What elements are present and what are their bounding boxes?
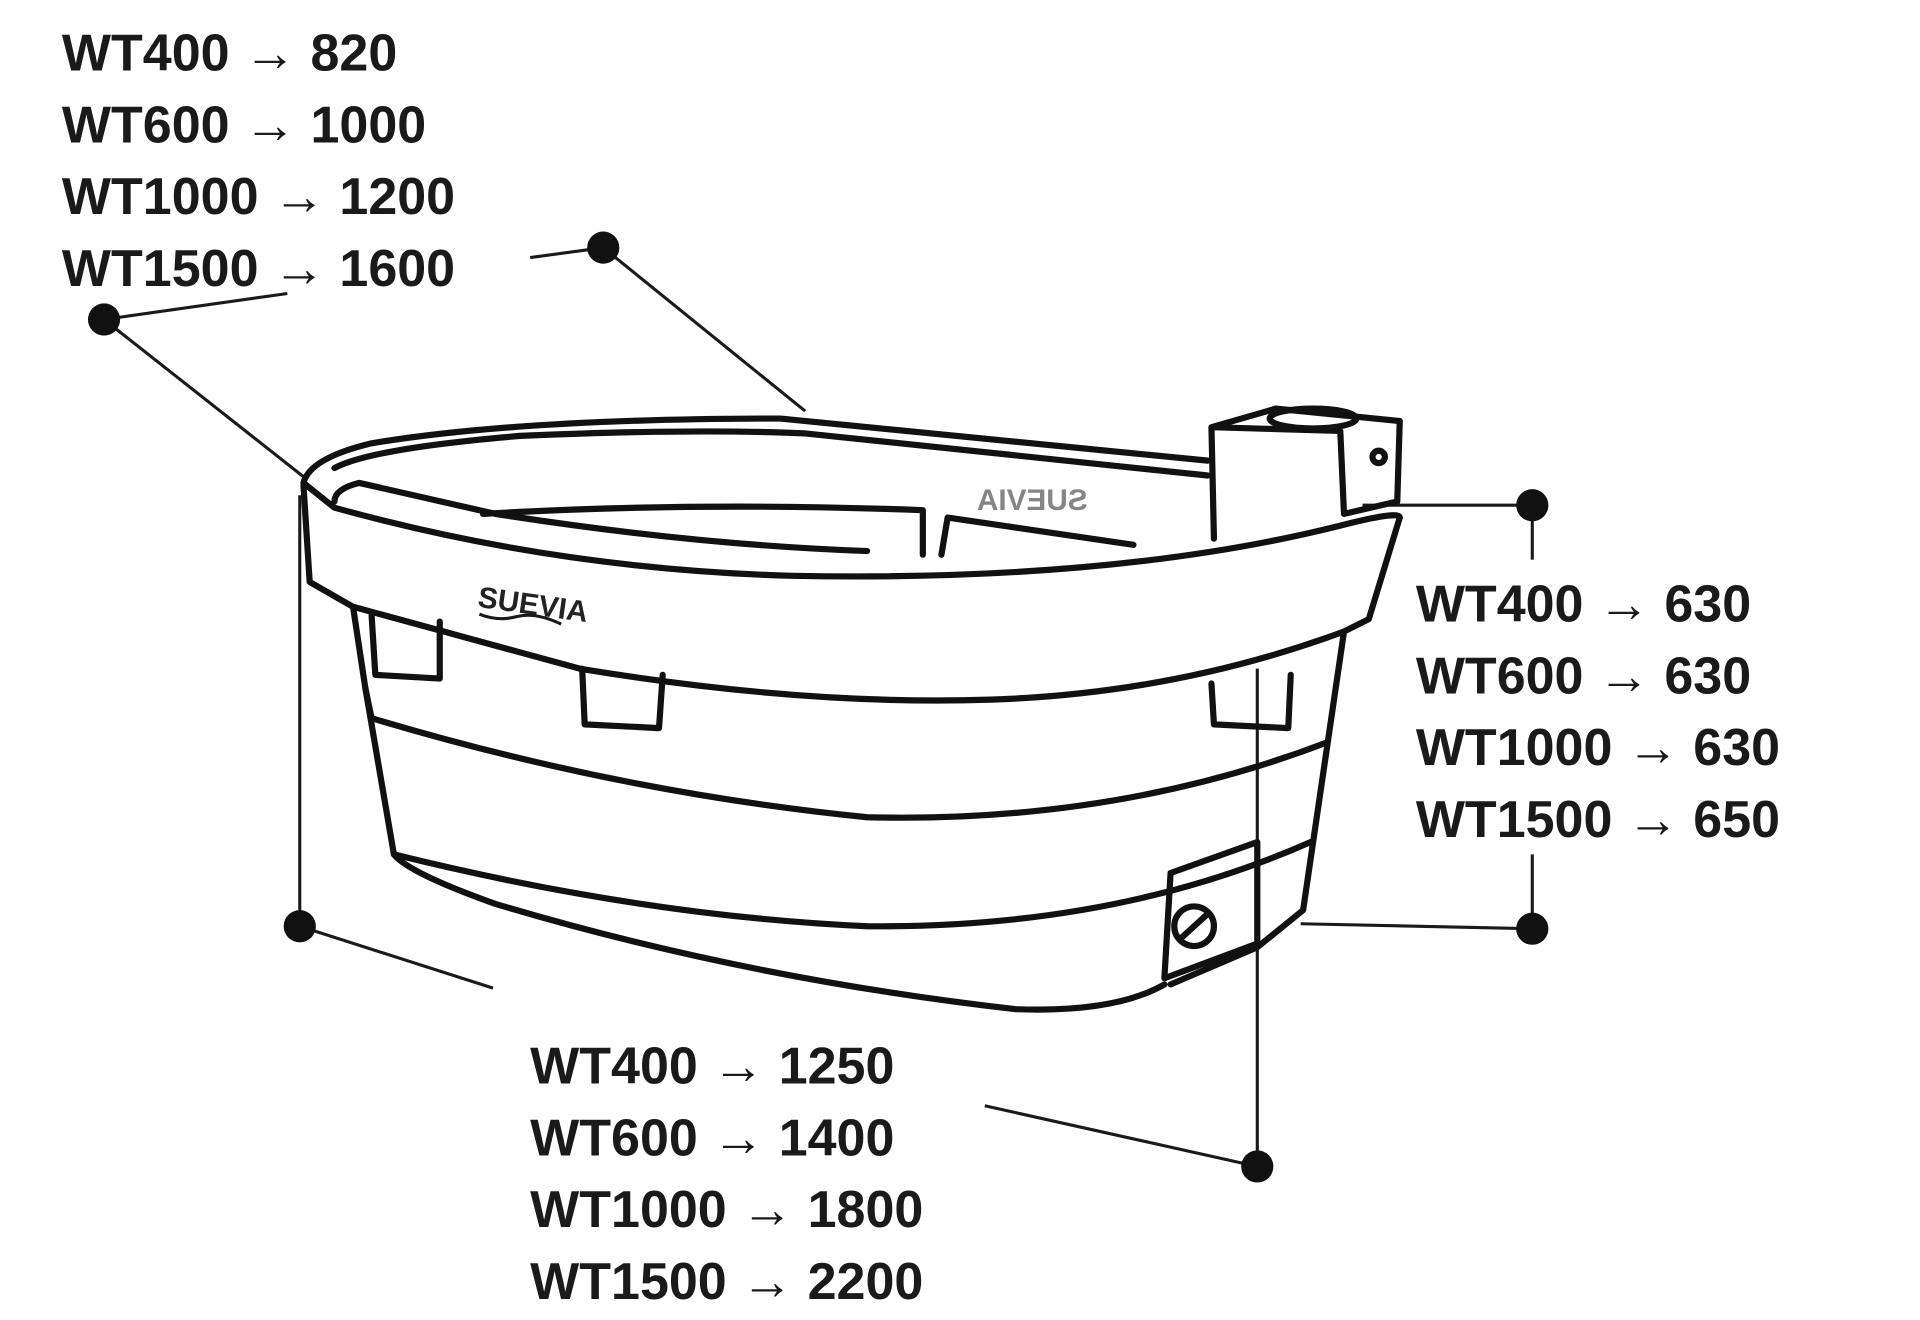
dimension-point — [87, 303, 121, 336]
width-label: WT400 → 820 — [62, 25, 397, 83]
width-label: WT1500 → 1600 — [62, 240, 455, 298]
length-label: WT400 → 1250 — [530, 1037, 894, 1095]
dimension-point — [1516, 489, 1549, 522]
trough-drawing: SUEVIA SUEVIA — [300, 405, 1403, 1013]
height-label: WT400 → 630 — [1416, 576, 1751, 634]
brand-logo: SUEVIA — [476, 581, 590, 629]
svg-text:SUEVIA: SUEVIA — [977, 484, 1088, 517]
length-dimension-labels: WT400 → 1250 WT600 → 1400 WT1000 → 1800 … — [530, 1037, 923, 1310]
logo-wave-icon — [478, 612, 562, 626]
dimension-point — [587, 231, 620, 264]
height-label: WT600 → 630 — [1416, 647, 1751, 705]
width-label: WT600 → 1000 — [62, 96, 426, 154]
height-label: WT1000 → 630 — [1416, 719, 1780, 777]
length-label: WT1000 → 1800 — [530, 1181, 923, 1239]
dimension-point — [1241, 1150, 1274, 1183]
height-label: WT1500 → 650 — [1416, 791, 1780, 849]
dimension-point — [283, 910, 316, 943]
width-label: WT1000 → 1200 — [62, 168, 455, 226]
width-dimension-labels: WT400 → 820 WT600 → 1000 WT1000 → 1200 W… — [62, 25, 455, 298]
leader-lines — [87, 231, 1549, 1183]
height-dimension-labels: WT400 → 630 WT600 → 630 WT1000 → 630 WT1… — [1416, 576, 1780, 849]
length-label: WT1500 → 2200 — [530, 1253, 923, 1311]
brand-logo-mirrored: SUEVIA — [977, 484, 1088, 517]
length-label: WT600 → 1400 — [530, 1109, 894, 1167]
dimension-point — [1516, 912, 1549, 945]
